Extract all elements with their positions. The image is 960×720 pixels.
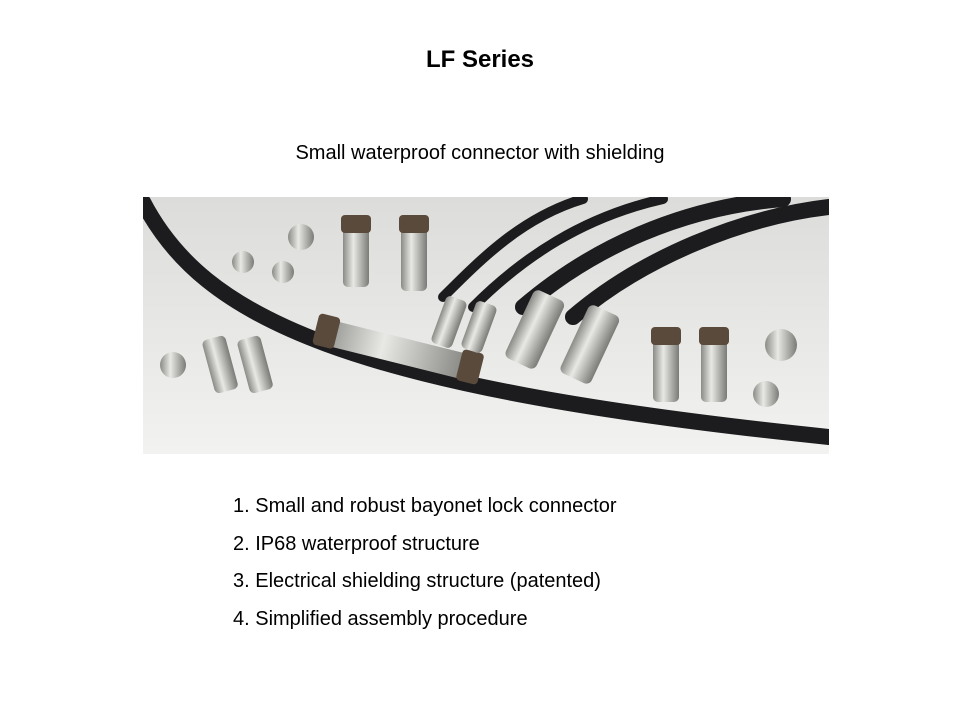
feature-item: 1. Small and robust bayonet lock connect… [233,495,617,517]
feature-list: 1. Small and robust bayonet lock connect… [233,493,617,643]
feature-item: 3. Electrical shielding structure (paten… [233,570,601,592]
slide-subtitle: Small waterproof connector with shieldin… [295,142,665,164]
connector-product-photo [143,197,829,454]
feature-item: 4. Simplified assembly procedure [233,607,528,630]
connector-group [160,215,797,407]
slide-title: LF Series [425,46,535,73]
feature-item: 2. IP68 waterproof structure [233,532,480,555]
